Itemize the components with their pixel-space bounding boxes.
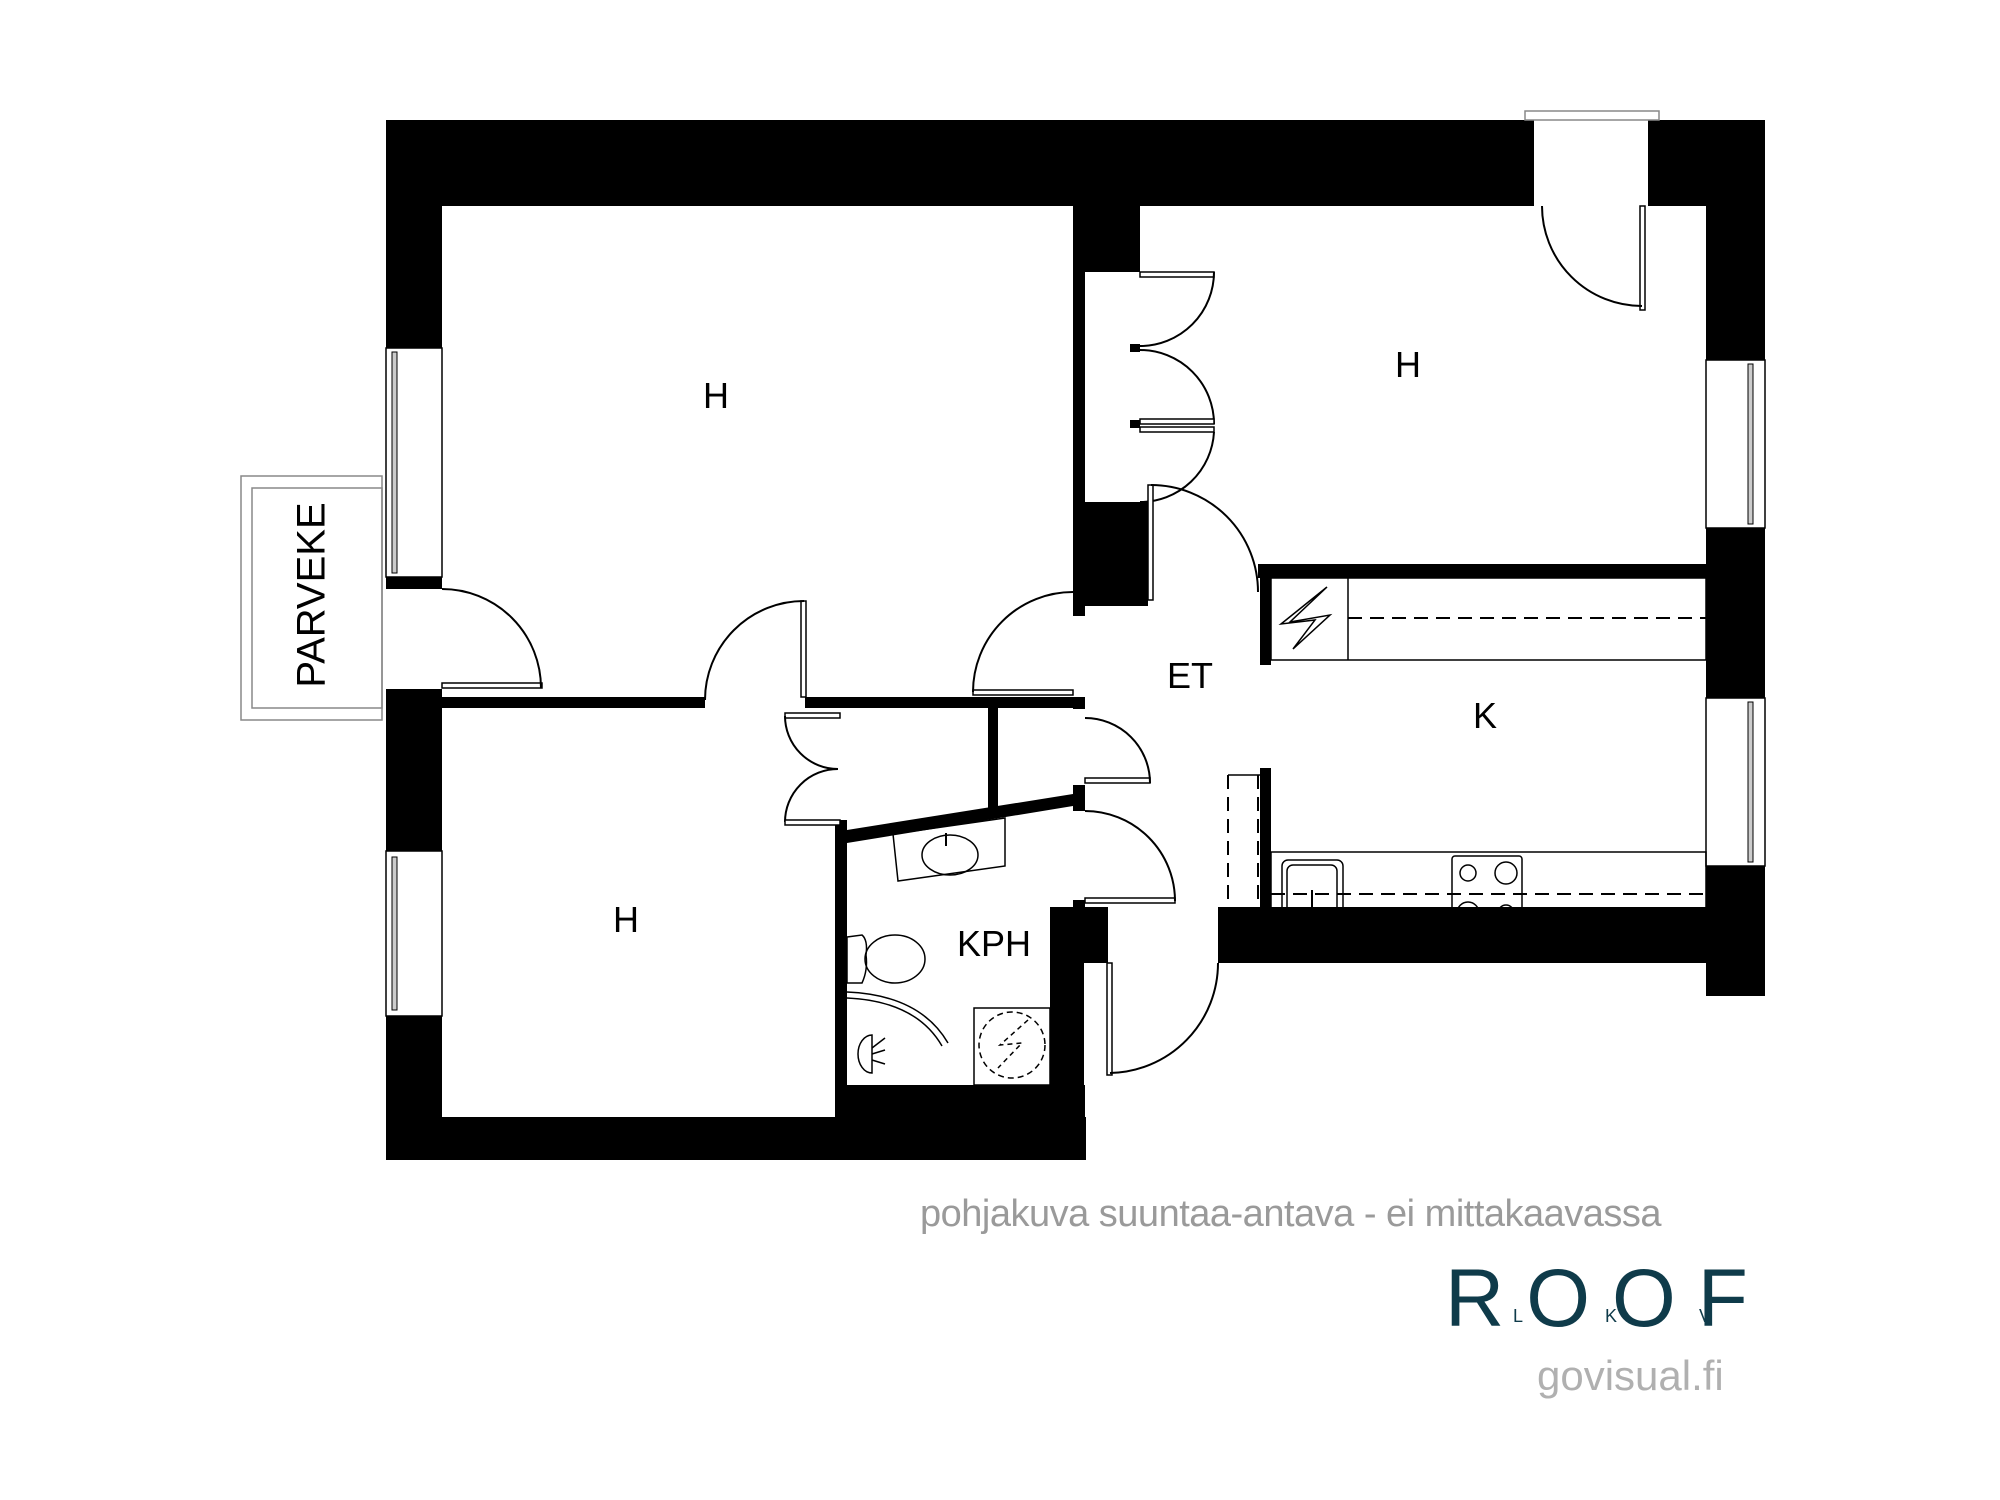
kitchen-fixtures — [1227, 577, 1707, 935]
window-top-door — [1524, 110, 1660, 121]
toilet-icon — [846, 934, 926, 984]
room-label-bedroom-1: H — [703, 375, 729, 416]
stove-icon — [1451, 855, 1523, 933]
balcony — [240, 475, 383, 721]
window-right-upper — [1705, 359, 1766, 529]
credit-text: govisual.fi — [1537, 1352, 1724, 1399]
bathroom-fixtures — [846, 817, 1051, 1086]
window-left-upper — [385, 347, 443, 578]
window-left-lower — [385, 850, 443, 1017]
room-label-bedroom-3: H — [613, 899, 639, 940]
window-right-lower — [1705, 697, 1766, 867]
kitchen-sink-icon — [1281, 859, 1344, 927]
windows — [385, 110, 1766, 1017]
scale-disclaimer: pohjakuva suuntaa-antava - ei mittakaava… — [920, 1193, 1662, 1235]
floor-heating-drain — [973, 1007, 1051, 1086]
room-label-balcony: PARVEKE — [289, 502, 334, 688]
doors — [441, 205, 1646, 1076]
interior-walls — [438, 176, 1706, 1120]
washbasin-icon — [892, 817, 1006, 882]
shower-head-icon — [857, 1034, 886, 1074]
shower-curtain — [846, 991, 949, 1047]
electric-panel-icon — [1278, 586, 1333, 650]
room-label-kitchen: K — [1472, 695, 1498, 736]
room-label-hallway: ET — [1166, 655, 1214, 696]
brand-logo-subtitle: LKV — [1513, 1306, 1794, 1326]
room-label-bathroom: KPH — [956, 923, 1032, 964]
room-label-bedroom-2: H — [1395, 344, 1421, 385]
cabinet-dashed — [1227, 774, 1260, 907]
brand-logo: ROOF — [1445, 1253, 1770, 1344]
